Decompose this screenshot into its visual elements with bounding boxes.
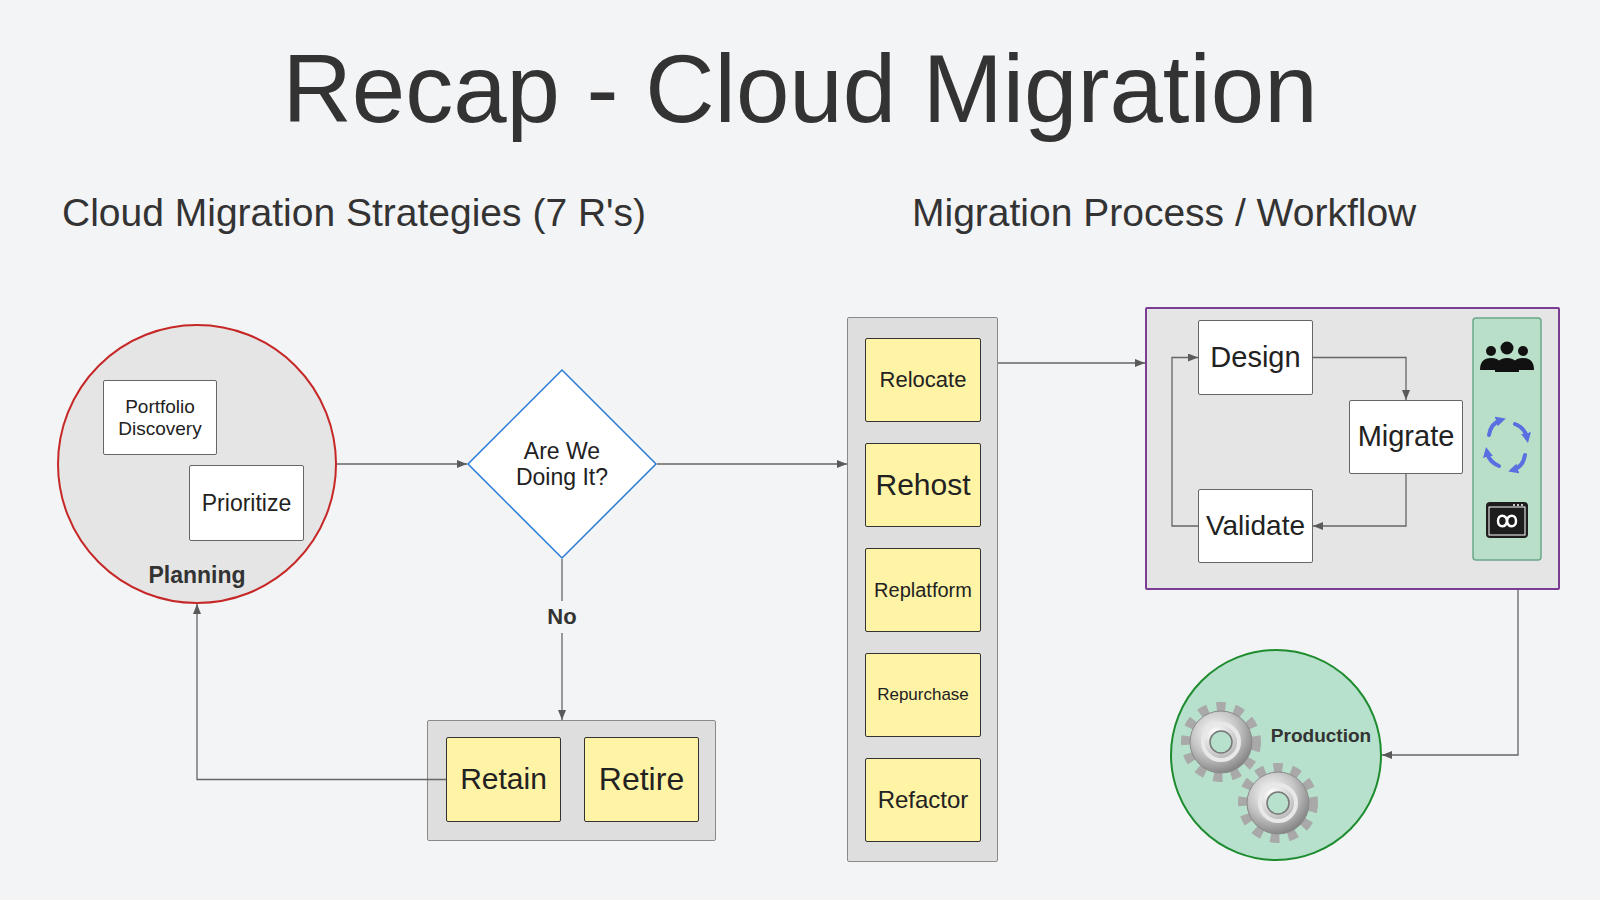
connector [1172,358,1198,527]
node-text: Replatform [874,579,972,602]
strategy-box: Rehost [865,443,981,527]
strategy-box: Retain [446,737,561,822]
cycle-icon [1487,420,1527,470]
process-box: Portfolio Discovery [103,380,217,455]
team-icon [1480,342,1534,373]
group-box: Retain Retire [427,720,716,841]
circle-outline [1170,649,1382,861]
strategy-box: Relocate [865,338,981,422]
strategy-box: Replatform [865,548,981,632]
node-text: Retain [460,762,547,797]
diamond-shape [468,370,656,558]
devops-icon [1486,502,1528,538]
circle-shape [1171,650,1381,860]
process-box: Prioritize [189,465,304,541]
planning-circle: Planning Portfolio DiscoveryPrioritize [57,324,337,604]
process-box: Validate [1198,489,1313,563]
node-text: Migrate [1358,420,1455,453]
process-box: Design [1198,320,1313,395]
node-text: Design [1210,341,1300,374]
strategy-box: Refactor [865,758,981,842]
node-text: Planning [57,562,337,588]
connector [998,362,1145,363]
group-box: RelocateRehostReplatformRepurchaseRefact… [847,317,998,862]
section-heading: Cloud Migration Strategies (7 R's) [62,190,646,237]
section-heading: Migration Process / Workflow [912,190,1416,237]
connector [1313,474,1406,526]
node-text: Retire [599,761,684,798]
node-text: Are We Doing It? [502,438,622,491]
gear-icon [1243,768,1313,838]
node-text: Rehost [875,468,970,503]
node-text: Repurchase [877,685,969,705]
circle-shape [58,325,336,603]
node-text: Relocate [880,367,967,392]
edge-label: No [542,601,581,633]
strategy-box: Retire [584,737,699,822]
connector [561,559,562,720]
connector [1313,358,1406,401]
tool-panel [1473,318,1541,560]
strategy-box: Repurchase [865,653,981,737]
connector [337,463,467,464]
production-circle: Production [1170,649,1382,861]
node-text: Portfolio Discovery [108,396,212,440]
gear-icon [1186,707,1256,777]
connector [1382,590,1518,755]
title: Recap - Cloud Migration [0,36,1600,142]
decision-diamond: Are We Doing It? [467,369,657,559]
node-text: Validate [1206,510,1305,542]
connector [657,463,847,464]
connector [197,604,446,780]
workflow-box: DesignMigrateValidate [1145,307,1560,590]
process-box: Migrate [1349,400,1463,474]
node-text: Prioritize [202,490,291,516]
node-text: Production [1250,725,1392,747]
node-text: Refactor [878,786,969,814]
